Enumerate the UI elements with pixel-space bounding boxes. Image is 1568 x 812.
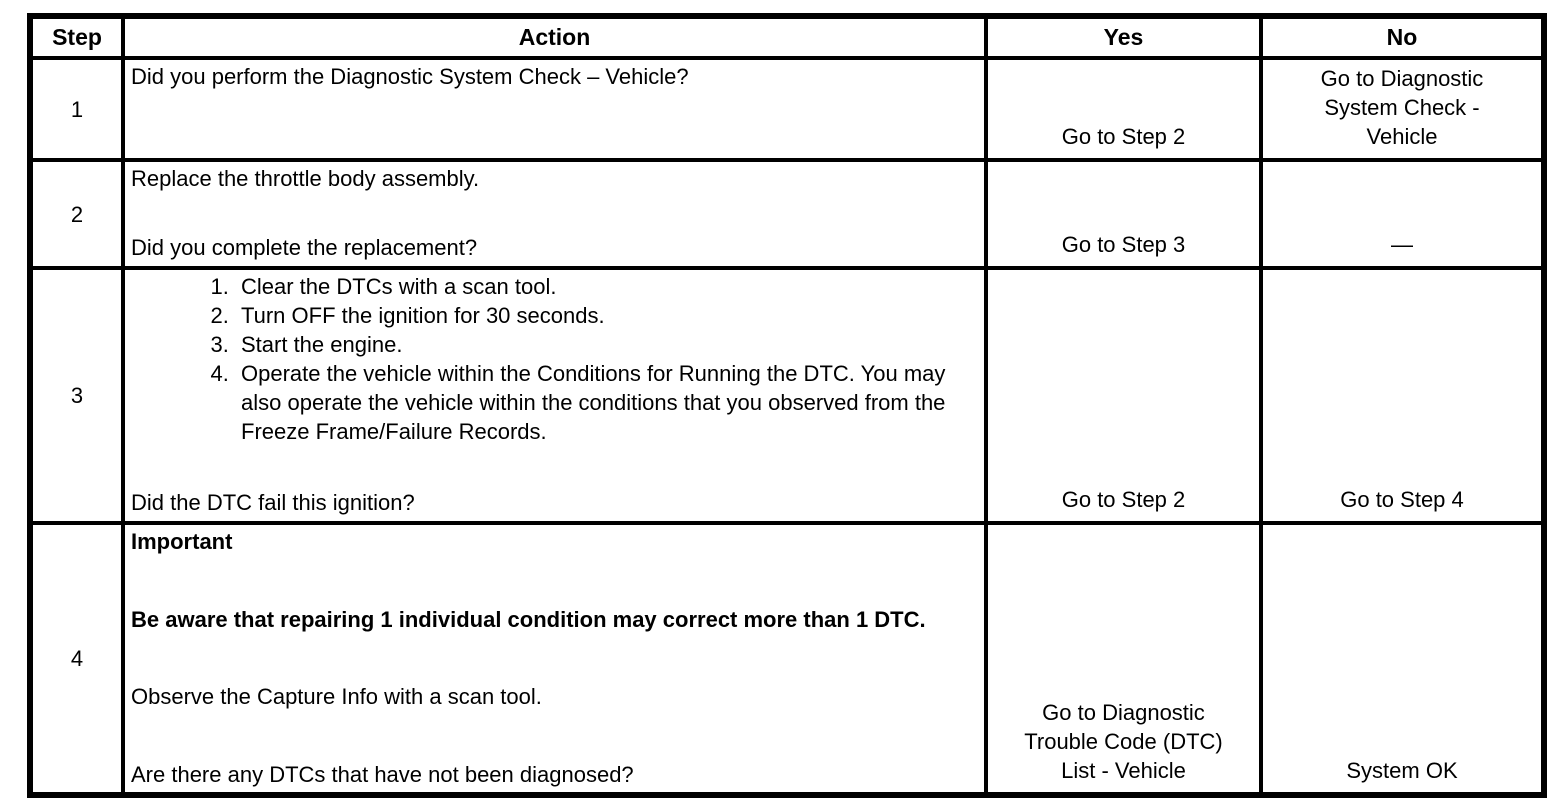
action-cell: Replace the throttle body assembly. Did … bbox=[121, 158, 988, 270]
step-cell: 3 bbox=[28, 266, 125, 525]
table-row-step-2: 2 Replace the throttle body assembly. Di… bbox=[28, 158, 1546, 270]
action-cell: Clear the DTCs with a scan tool. Turn OF… bbox=[121, 266, 988, 525]
table-row-step-3: 3 Clear the DTCs with a scan tool. Turn … bbox=[28, 266, 1546, 525]
col-header-step: Step bbox=[28, 14, 125, 60]
col-header-yes: Yes bbox=[984, 14, 1263, 60]
header-row: Step Action Yes No bbox=[28, 14, 1546, 60]
action-question: Did you perform the Diagnostic System Ch… bbox=[131, 64, 689, 89]
action-important-note: Be aware that repairing 1 individual con… bbox=[131, 606, 926, 632]
col-header-no: No bbox=[1259, 14, 1546, 60]
action-instruction: Replace the throttle body assembly. bbox=[131, 166, 480, 191]
yes-cell: Go to Step 2 bbox=[984, 56, 1263, 162]
no-cell: Go to Step 4 bbox=[1259, 266, 1546, 525]
action-cell: Important Be aware that repairing 1 indi… bbox=[121, 521, 988, 797]
no-cell: — bbox=[1259, 158, 1546, 270]
action-list-item: Turn OFF the ignition for 30 seconds. bbox=[235, 301, 978, 330]
document-page: Step Action Yes No 1 Did you perform the… bbox=[27, 13, 1547, 798]
diagnostic-step-table: Step Action Yes No 1 Did you perform the… bbox=[27, 13, 1547, 798]
action-question: Are there any DTCs that have not been di… bbox=[131, 761, 634, 787]
action-list-item: Operate the vehicle within the Condition… bbox=[235, 359, 978, 446]
action-cell: Did you perform the Diagnostic System Ch… bbox=[121, 56, 988, 162]
action-question: Did you complete the replacement? bbox=[131, 235, 478, 260]
table-row-step-1: 1 Did you perform the Diagnostic System … bbox=[28, 56, 1546, 162]
table-row-step-4: 4 Important Be aware that repairing 1 in… bbox=[28, 521, 1546, 797]
action-question: Did the DTC fail this ignition? bbox=[131, 490, 415, 515]
action-instruction: Observe the Capture Info with a scan too… bbox=[131, 684, 542, 710]
action-list-item: Clear the DTCs with a scan tool. bbox=[235, 272, 978, 301]
action-numbered-list: Clear the DTCs with a scan tool. Turn OF… bbox=[131, 272, 978, 446]
col-header-action: Action bbox=[121, 14, 988, 60]
step-cell: 4 bbox=[28, 521, 125, 797]
yes-cell: Go to Step 2 bbox=[984, 266, 1263, 525]
yes-cell: Go to Step 3 bbox=[984, 158, 1263, 270]
yes-cell: Go to Diagnostic Trouble Code (DTC) List… bbox=[984, 521, 1263, 797]
step-cell: 2 bbox=[28, 158, 125, 270]
step-cell: 1 bbox=[28, 56, 125, 162]
action-list-item: Start the engine. bbox=[235, 330, 978, 359]
no-cell: Go to Diagnostic System Check - Vehicle bbox=[1259, 56, 1546, 162]
action-important-label: Important bbox=[131, 529, 233, 554]
no-cell: System OK bbox=[1259, 521, 1546, 797]
